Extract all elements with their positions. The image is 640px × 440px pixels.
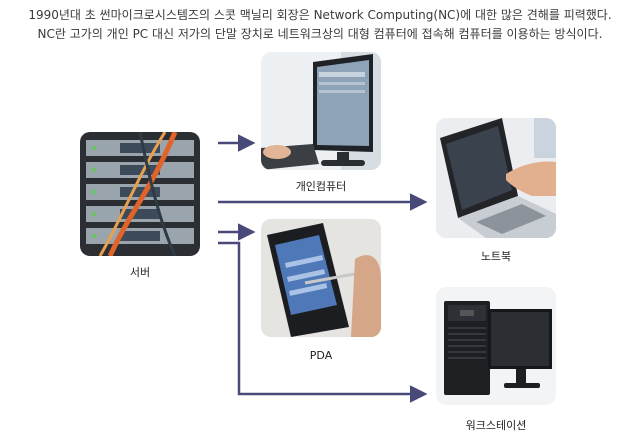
server-label: 서버 (129, 266, 151, 279)
pda-device-icon (261, 219, 381, 337)
intro-text: 1990년대 초 썬마이크로시스템즈의 스콧 맥닐리 회장은 Network C… (0, 6, 640, 44)
laptop-icon (436, 118, 556, 238)
workstation-icon (436, 287, 556, 405)
server-rack-icon (80, 132, 200, 256)
pc-label: 개인컴퓨터 (295, 180, 347, 193)
intro-line-2: NC란 고가의 개인 PC 대신 저가의 단말 장치로 네트워크상의 대형 컴퓨… (37, 27, 603, 41)
notebook-label: 노트북 (480, 250, 512, 263)
desktop-pc-icon (261, 52, 381, 170)
intro-line-1: 1990년대 초 썬마이크로시스템즈의 스콧 맥닐리 회장은 Network C… (28, 8, 612, 22)
arrow-to-workstation (218, 241, 428, 403)
pda-label: PDA (309, 349, 333, 362)
workstation-label: 워크스테이션 (465, 419, 527, 432)
